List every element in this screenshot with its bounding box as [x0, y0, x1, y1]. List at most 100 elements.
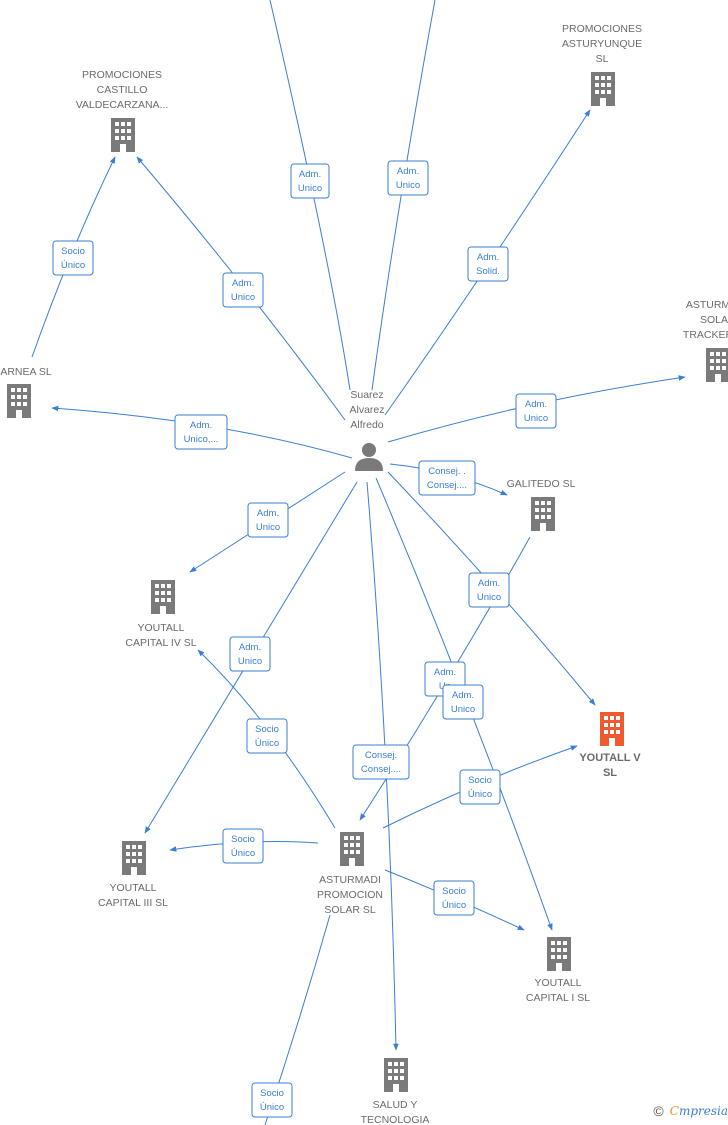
svg-text:SALUD Y: SALUD Y	[373, 1099, 418, 1111]
svg-text:Unico: Unico	[238, 656, 262, 667]
building-icon	[340, 832, 364, 866]
svg-text:ARNEA SL: ARNEA SL	[0, 366, 52, 378]
svg-text:CAPITAL I SL: CAPITAL I SL	[526, 992, 590, 1004]
edge-label[interactable]: Adm.Unico	[515, 393, 557, 429]
edge-label[interactable]: Adm. Unico	[468, 572, 510, 608]
edge-offscreen-2	[371, 0, 436, 391]
building-icon	[111, 118, 135, 152]
edge-label[interactable]: Adm. Unico	[247, 502, 289, 538]
svg-text:Único: Único	[255, 738, 279, 749]
building-icon	[531, 497, 555, 531]
svg-text:Adm.: Adm.	[397, 166, 419, 177]
svg-text:Unico: Unico	[396, 180, 420, 191]
edge-label[interactable]: Adm. Unico	[442, 684, 484, 720]
edge-label[interactable]: Adm.Unico,...	[174, 414, 228, 450]
svg-text:VALDECARZANA...: VALDECARZANA...	[76, 99, 169, 111]
svg-text:PROMOCIONES: PROMOCIONES	[82, 69, 162, 81]
svg-text:Unico: Unico	[477, 592, 501, 603]
svg-text:SL: SL	[596, 53, 609, 65]
edge-label[interactable]: Adm. Unico	[222, 272, 264, 308]
company-node-asturyunque[interactable]: PROMOCIONES ASTURYUNQUE SL	[562, 23, 642, 106]
svg-text:YOUTALL V: YOUTALL V	[579, 752, 641, 764]
company-node-youtall-i[interactable]: YOUTALL CAPITAL I SL	[526, 937, 590, 1004]
company-node-youtall-iii[interactable]: YOUTALL CAPITAL III SL	[98, 841, 168, 909]
copyright-symbol: ©	[653, 1103, 664, 1119]
company-node-galitedo[interactable]: GALITEDO SL	[507, 478, 576, 531]
edge-label[interactable]: Adm.Unico	[290, 163, 330, 199]
svg-text:SL: SL	[603, 767, 617, 779]
svg-text:Unico: Unico	[298, 183, 322, 194]
edge-label[interactable]: Adm. Solid.	[467, 246, 509, 282]
footer-brand: © Cmpresia	[653, 1101, 728, 1121]
svg-text:Socio: Socio	[468, 775, 492, 786]
svg-text:CAPITAL IV SL: CAPITAL IV SL	[125, 637, 196, 649]
svg-text:Adm.: Adm.	[478, 578, 500, 589]
company-node-asturmadi[interactable]: ASTURMADI PROMOCION SOLAR SL	[317, 832, 383, 916]
person-name-line: Alvarez	[349, 404, 384, 416]
building-icon	[122, 841, 146, 875]
building-icon	[7, 384, 31, 418]
edge-label[interactable]: Consej. .Consej....	[418, 460, 476, 496]
edge-labels: Adm.Unico Adm.Unico Adm.Solid. Adm.Unico…	[52, 160, 557, 1118]
company-node-castillo[interactable]: PROMOCIONES CASTILLO VALDECARZANA...	[76, 69, 169, 152]
svg-text:YOUTALL: YOUTALL	[534, 977, 581, 989]
svg-text:Socio: Socio	[442, 886, 466, 897]
svg-text:Adm.: Adm.	[452, 690, 474, 701]
edge-label[interactable]: Adm. Unico	[229, 636, 271, 672]
svg-text:Solid.: Solid.	[476, 266, 500, 277]
svg-text:Único: Único	[468, 789, 492, 800]
svg-text:Unico: Unico	[451, 704, 475, 715]
person-name-line: Alfredo	[350, 419, 383, 431]
svg-text:ASTURM: ASTURM	[686, 299, 728, 311]
svg-text:Socio: Socio	[260, 1088, 284, 1099]
person-icon	[355, 443, 383, 471]
svg-text:Consej....: Consej....	[361, 764, 401, 775]
svg-text:Unico: Unico	[256, 522, 280, 533]
svg-text:Adm.: Adm.	[190, 420, 212, 431]
svg-text:Consej.: Consej.	[365, 750, 397, 761]
svg-text:TECNOLOGIA: TECNOLOGIA	[361, 1114, 430, 1125]
company-node-salud[interactable]: SALUD Y TECNOLOGIA	[361, 1058, 430, 1125]
svg-text:Único: Único	[61, 260, 85, 271]
svg-text:Adm.: Adm.	[477, 252, 499, 263]
svg-text:ASTURMADI: ASTURMADI	[319, 874, 381, 886]
svg-text:Adm.: Adm.	[232, 278, 254, 289]
empresia-logo[interactable]: Cmpresia	[669, 1104, 728, 1118]
person-name-line: Suarez	[350, 389, 383, 401]
svg-text:GALITEDO SL: GALITEDO SL	[507, 478, 576, 490]
svg-text:YOUTALL: YOUTALL	[137, 622, 184, 634]
edge-label[interactable]: Adm. Unico	[387, 160, 429, 196]
svg-text:CAPITAL III SL: CAPITAL III SL	[98, 897, 168, 909]
svg-text:Único: Único	[260, 1102, 284, 1113]
building-icon	[600, 712, 624, 746]
svg-text:YOUTALL: YOUTALL	[109, 882, 156, 894]
building-icon	[706, 348, 728, 382]
svg-text:SOLAR SL: SOLAR SL	[324, 904, 376, 916]
svg-text:Único: Único	[442, 900, 466, 911]
person-node[interactable]: Suarez Alvarez Alfredo	[349, 389, 385, 471]
svg-text:Unico: Unico	[524, 413, 548, 424]
edges	[31, 0, 686, 1125]
svg-text:CASTILLO: CASTILLO	[97, 84, 148, 96]
svg-text:Adm.: Adm.	[239, 642, 261, 653]
svg-text:Socio: Socio	[231, 834, 255, 845]
svg-text:Adm.: Adm.	[434, 667, 456, 678]
building-icon	[547, 937, 571, 971]
edge-label[interactable]: Consej. Consej....	[352, 744, 410, 780]
svg-text:Unico: Unico	[231, 292, 255, 303]
svg-text:Adm.: Adm.	[257, 508, 279, 519]
company-node-youtall-iv[interactable]: YOUTALL CAPITAL IV SL	[125, 580, 197, 649]
company-node-asturm-tracker[interactable]: ASTURM SOLA TRACKER	[683, 299, 728, 382]
company-node-youtall-v[interactable]: YOUTALL V SL	[579, 712, 641, 779]
company-node-arnea[interactable]: ARNEA SL	[0, 366, 52, 418]
svg-text:SOLA: SOLA	[700, 314, 728, 326]
svg-text:ASTURYUNQUE: ASTURYUNQUE	[562, 38, 642, 50]
svg-text:Consej. .: Consej. .	[428, 466, 466, 477]
